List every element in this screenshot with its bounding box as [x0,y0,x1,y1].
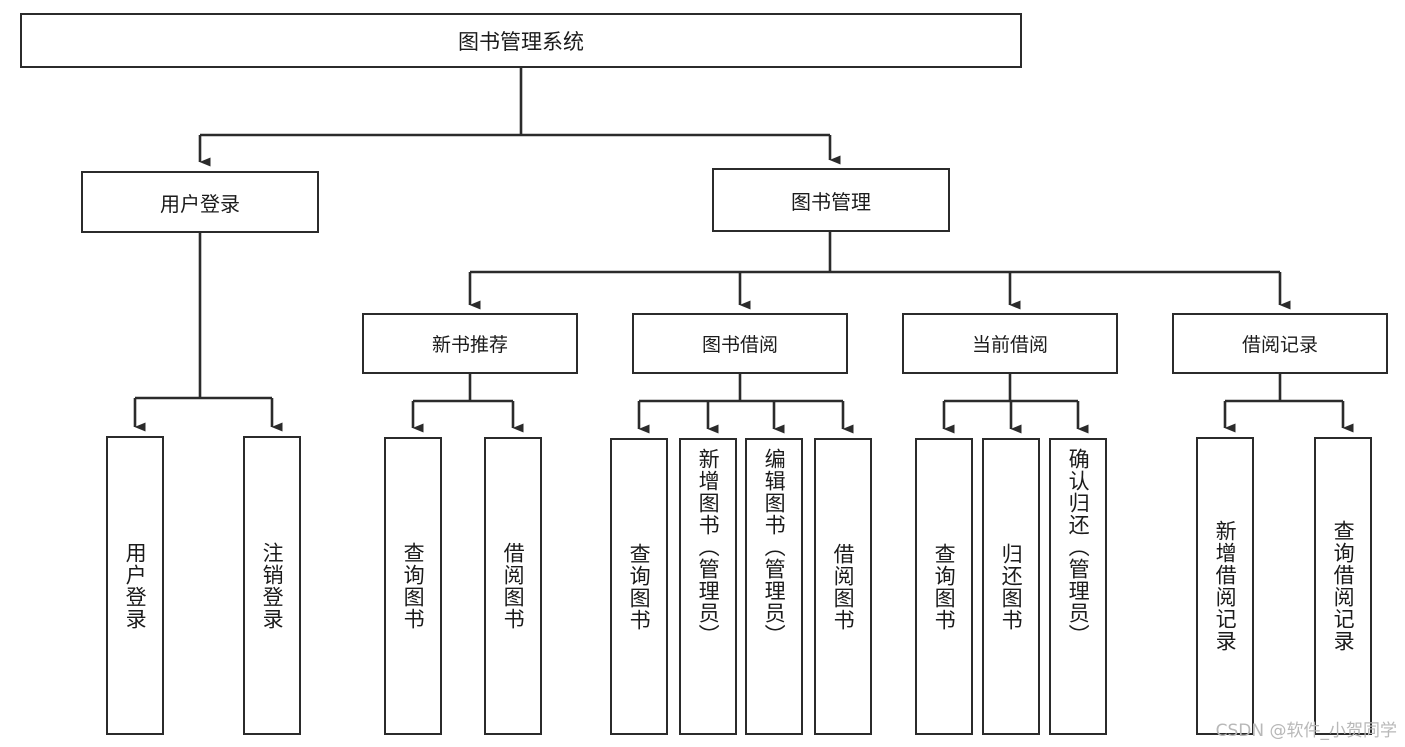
node-book-management[interactable]: 图书管理 [712,168,950,232]
node-label: 图书管理 [791,189,871,214]
leaf-label: 查询图书 [932,542,957,631]
node-current-borrow[interactable]: 当前借阅 [902,313,1118,374]
leaf-label: 注销登录 [260,541,285,630]
leaf-borrow-book-recommend[interactable]: 借阅图书 [484,437,542,735]
node-label: 图书借阅 [701,334,778,356]
leaf-logout[interactable]: 注销登录 [243,436,301,735]
leaf-label: 新增借阅记录 [1213,520,1238,652]
leaf-add-borrow-record[interactable]: 新增借阅记录 [1196,437,1254,735]
node-label: 当前借阅 [971,334,1048,356]
node-book-borrow[interactable]: 图书借阅 [632,313,848,374]
node-label: 新书推荐 [431,334,508,356]
leaf-return-book[interactable]: 归还图书 [982,438,1040,735]
leaf-label: 查询借阅记录 [1331,520,1356,652]
node-borrow-record[interactable]: 借阅记录 [1172,313,1388,374]
leaf-add-book-admin[interactable]: 新增图书（管理员） [679,438,737,735]
leaf-query-book-current[interactable]: 查询图书 [915,438,973,735]
node-label: 图书管理系统 [458,29,584,54]
node-label: 借阅记录 [1241,334,1318,356]
leaf-query-borrow-record[interactable]: 查询借阅记录 [1314,437,1372,735]
leaf-label: 确认归还（管理员） [1066,448,1091,646]
leaf-query-book-borrow[interactable]: 查询图书 [610,438,668,735]
leaf-label: 借阅图书 [831,542,856,631]
leaf-query-book-recommend[interactable]: 查询图书 [384,437,442,735]
leaf-confirm-return-admin[interactable]: 确认归还（管理员） [1049,438,1107,735]
watermark: CSDN @软件_小贺同学 [1215,721,1397,741]
leaf-label: 新增图书（管理员） [696,448,721,646]
node-root[interactable]: 图书管理系统 [20,13,1022,68]
node-label: 用户登录 [160,191,240,216]
leaf-edit-book-admin[interactable]: 编辑图书（管理员） [745,438,803,735]
leaf-label: 查询图书 [401,542,426,630]
node-user-login[interactable]: 用户登录 [81,171,319,233]
leaf-label: 编辑图书（管理员） [762,448,787,646]
leaf-label: 归还图书 [999,542,1024,631]
leaf-label: 查询图书 [627,542,652,631]
leaf-label: 用户登录 [123,541,148,630]
leaf-user-login[interactable]: 用户登录 [106,436,164,735]
leaf-label: 借阅图书 [501,542,526,630]
node-new-book-recommend[interactable]: 新书推荐 [362,313,578,374]
leaf-borrow-book[interactable]: 借阅图书 [814,438,872,735]
